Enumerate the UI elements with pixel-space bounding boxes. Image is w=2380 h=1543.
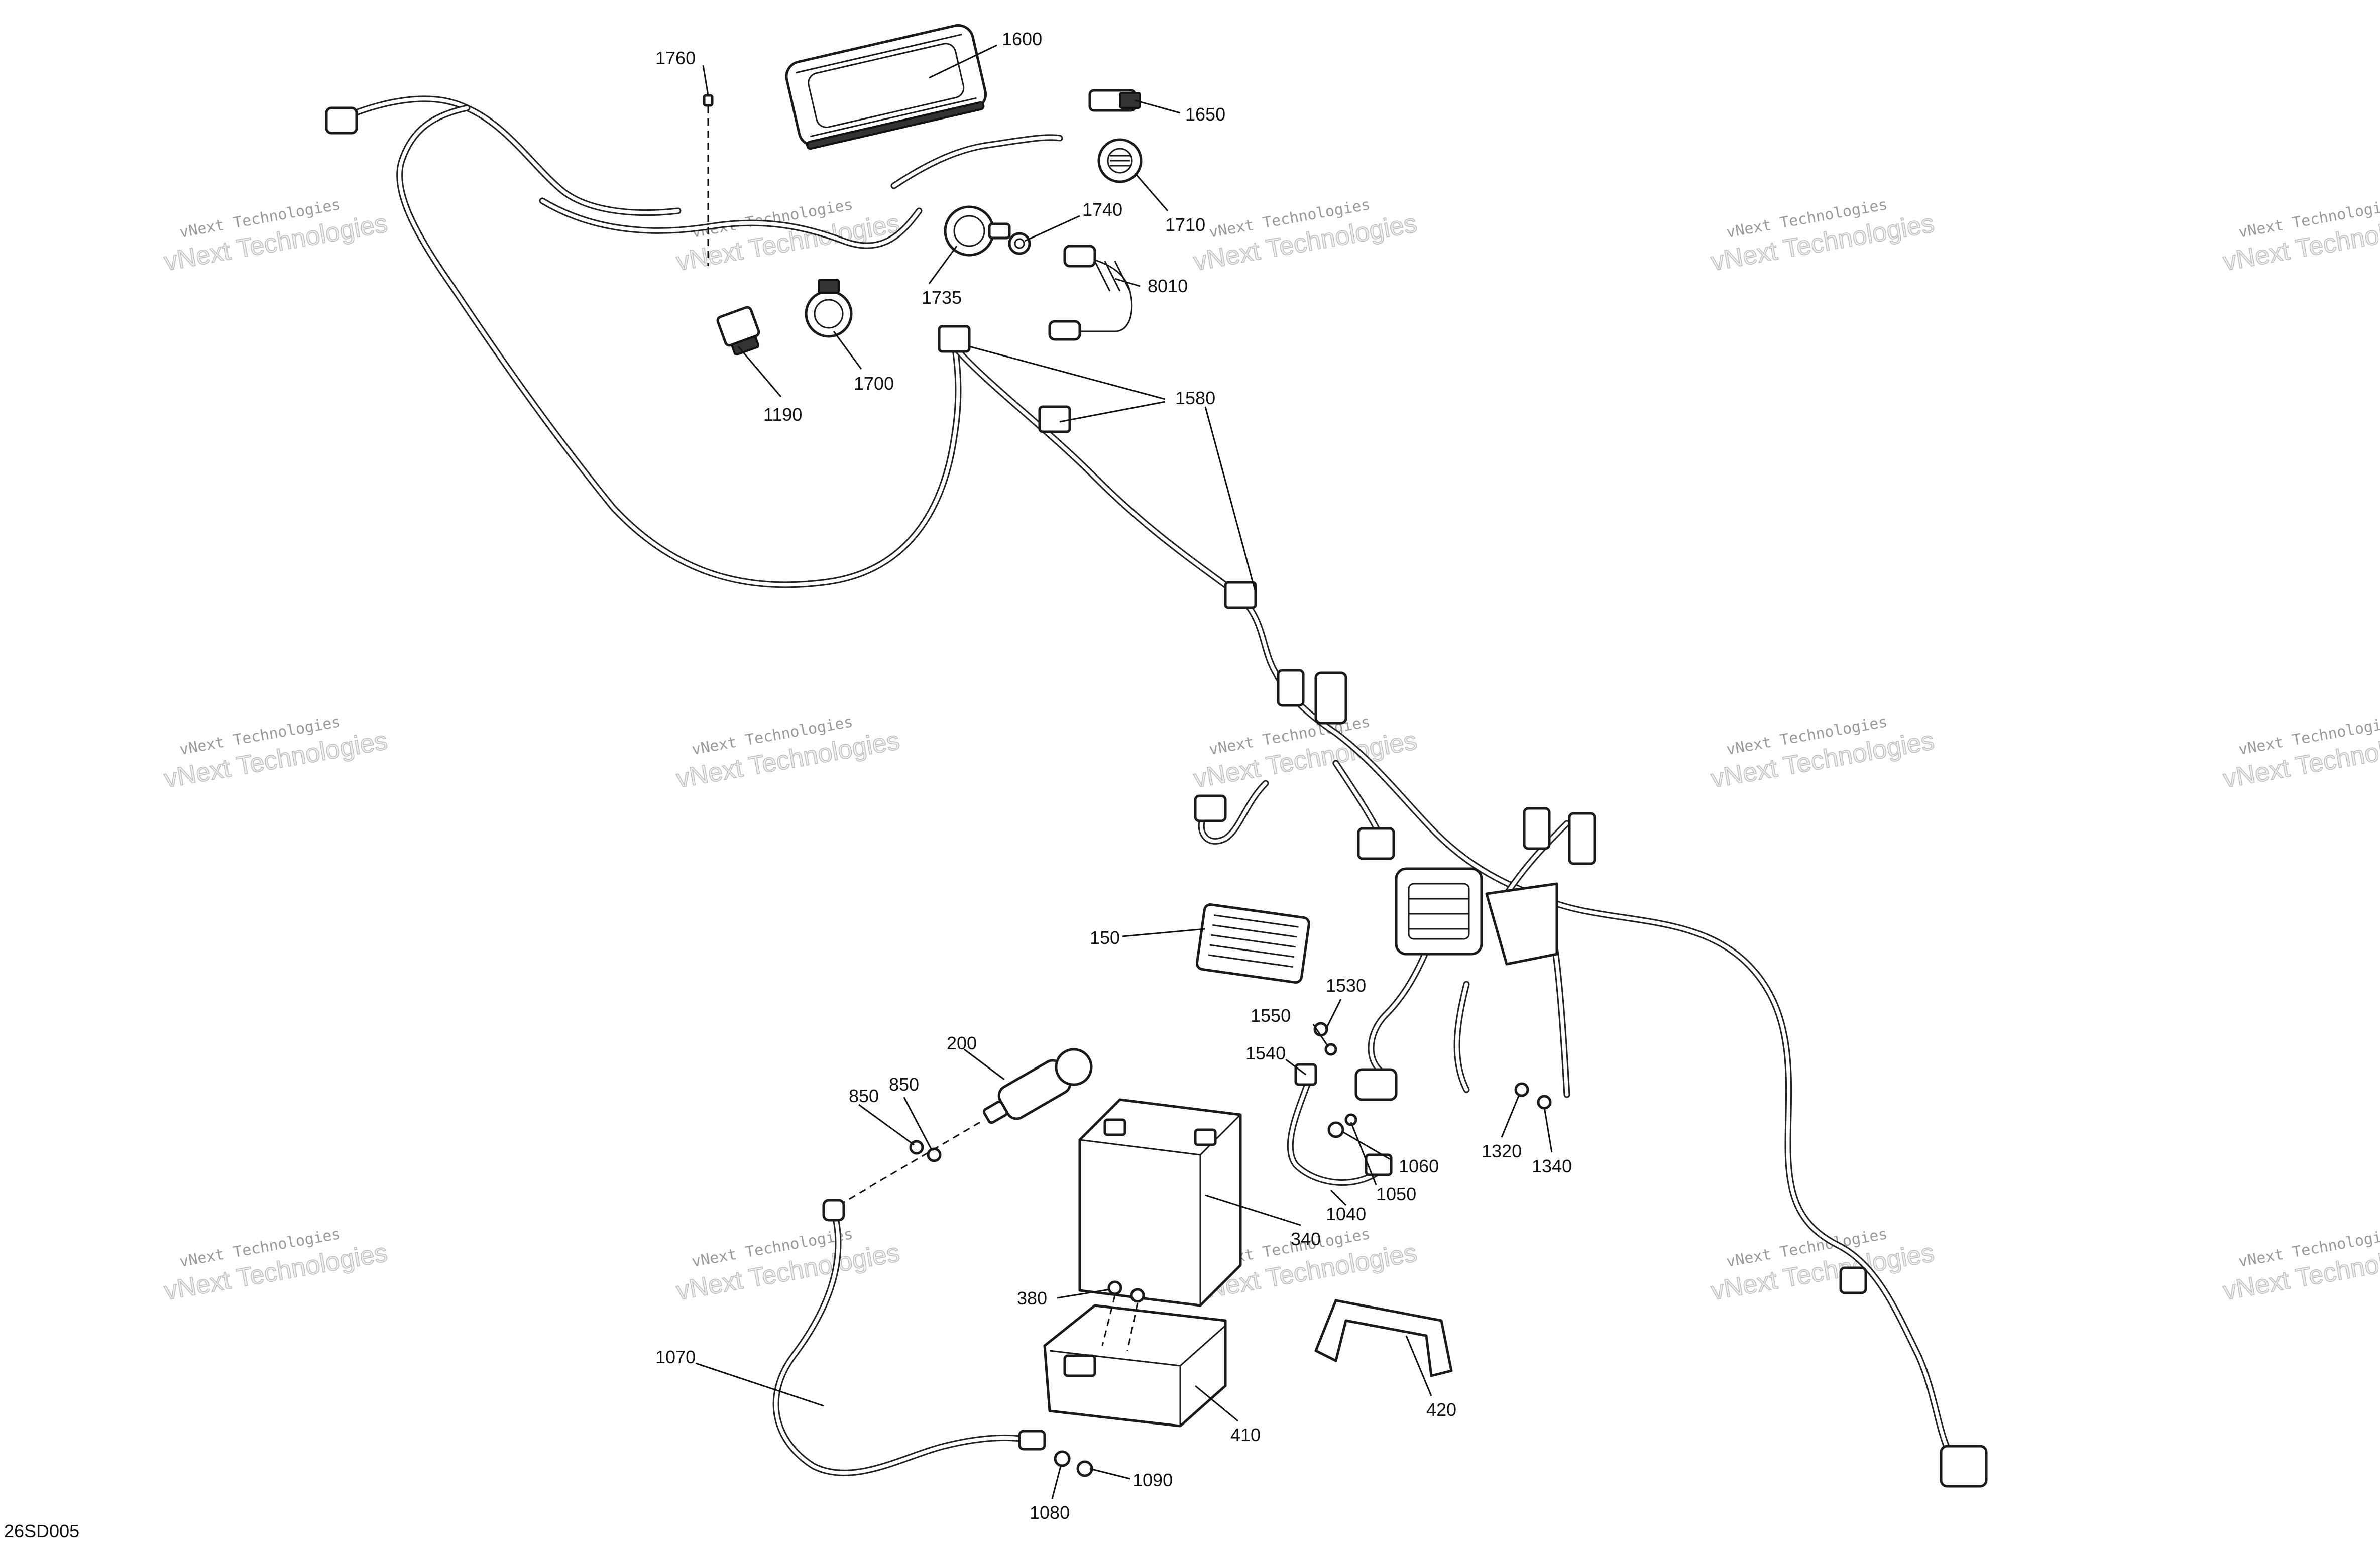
connector-1190	[716, 306, 760, 356]
fasteners-1320-1340	[1514, 1082, 1552, 1110]
callout-1080: 1080	[1030, 1502, 1070, 1523]
callout-420: 420	[1426, 1399, 1456, 1420]
watermark: vNext Technologies vNext Technologies	[674, 1225, 902, 1307]
callout-1090: 1090	[1132, 1470, 1173, 1490]
nuts-1080-1090	[1054, 1450, 1093, 1477]
callout-200: 200	[947, 1033, 977, 1053]
tray-410	[1043, 1304, 1227, 1428]
connector-mid-1	[1277, 669, 1305, 707]
clip-1580-c	[1224, 581, 1257, 609]
leader-lines	[695, 44, 1553, 1499]
callout-1060: 1060	[1399, 1156, 1439, 1176]
connector-bottom-right	[1940, 1445, 1988, 1488]
connector-left-mid	[1194, 794, 1227, 822]
bracket-harness	[1485, 882, 1558, 966]
watermark: vNext Technologies vNext Technologies	[1709, 713, 1937, 794]
clip-1580-a	[938, 325, 971, 353]
callout-1600: 1600	[1002, 29, 1042, 49]
callout-1740: 1740	[1082, 199, 1122, 220]
watermark: vNext Technologies vNext Technologies	[1191, 196, 1420, 277]
nuts-850	[838, 1119, 985, 1206]
screws-380	[1101, 1280, 1145, 1351]
callout-8010: 8010	[1148, 276, 1188, 296]
callout-1650: 1650	[1185, 104, 1225, 125]
battery-340	[1078, 1098, 1242, 1307]
callout-1070: 1070	[655, 1347, 696, 1367]
callout-1320: 1320	[1482, 1141, 1522, 1161]
callout-1040: 1040	[1326, 1204, 1366, 1224]
relay-1190-region	[1354, 1068, 1398, 1101]
callout-1710: 1710	[1165, 214, 1205, 235]
solenoid-200	[982, 1048, 1093, 1124]
callout-1340: 1340	[1532, 1156, 1572, 1176]
connector-right-2	[1568, 812, 1596, 865]
cable-1070	[772, 1207, 1038, 1476]
nut-1740	[1008, 232, 1031, 255]
connector-1650	[1088, 89, 1141, 112]
cable-1070-ends	[822, 1199, 1046, 1451]
watermark: vNext Technologies vNext Technologies	[2221, 713, 2380, 794]
callout-1530: 1530	[1326, 975, 1366, 996]
instrument-cluster	[785, 24, 987, 150]
cable-1040	[1287, 1071, 1385, 1186]
callout-380: 380	[1017, 1288, 1047, 1309]
callout-850-right: 850	[889, 1074, 919, 1095]
callout-labels: 1760 1600 1650 1740 1710 1735 8010 1700 …	[655, 29, 1572, 1523]
clip-1580-b	[1038, 405, 1071, 433]
connector-1700	[805, 279, 853, 338]
voltage-regulator-150	[1195, 903, 1310, 984]
callout-1540: 1540	[1245, 1043, 1286, 1063]
watermark: vNext Technologies vNext Technologies	[2221, 196, 2380, 277]
connector-1710	[1097, 138, 1143, 183]
callout-850-left: 850	[849, 1086, 879, 1106]
callout-1700: 1700	[854, 373, 894, 394]
screw-1760	[703, 94, 714, 266]
strap-420	[1314, 1299, 1453, 1377]
fuse-box	[1395, 867, 1483, 956]
callout-1550: 1550	[1251, 1005, 1291, 1026]
callout-410: 410	[1230, 1425, 1261, 1445]
callout-1190: 1190	[763, 404, 802, 425]
watermark: vNext Technologies vNext Technologies	[162, 1225, 390, 1307]
diagram-id: 26SD005	[4, 1521, 79, 1541]
callout-1580: 1580	[1175, 388, 1215, 408]
watermark: vNext Technologies vNext Technologies	[162, 713, 390, 794]
watermark-layer: vNext Technologies vNext Technologies vN…	[162, 196, 2380, 1307]
callout-340: 340	[1291, 1229, 1321, 1249]
callout-1735: 1735	[922, 287, 962, 308]
cable-8010	[1060, 255, 1133, 332]
connector-mid-2	[1314, 671, 1347, 725]
connector-right-1	[1523, 807, 1551, 850]
connector-lower-mid	[1357, 827, 1395, 860]
watermark: vNext Technologies vNext Technologies	[1709, 196, 1937, 277]
callout-1760: 1760	[655, 48, 696, 68]
connector-far-right	[1839, 1266, 1867, 1294]
harness-upper-loop	[333, 95, 1063, 588]
callout-1050: 1050	[1376, 1183, 1416, 1204]
watermark: vNext Technologies vNext Technologies	[162, 196, 390, 277]
switch-1735	[944, 205, 1011, 257]
connector-small-left	[325, 106, 358, 135]
watermark: vNext Technologies vNext Technologies	[674, 713, 902, 794]
watermark: vNext Technologies vNext Technologies	[674, 196, 902, 277]
watermark: vNext Technologies vNext Technologies	[2221, 1225, 2380, 1307]
key-8010	[1048, 245, 1096, 341]
callout-150: 150	[1090, 927, 1120, 948]
